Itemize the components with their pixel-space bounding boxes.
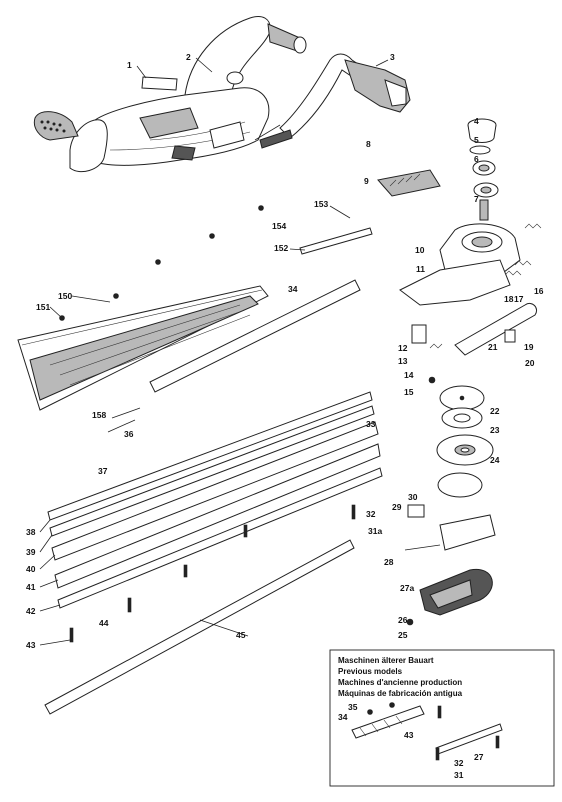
- part-label: 37: [98, 466, 108, 476]
- inset-title-de: Maschinen älterer Bauart: [338, 656, 434, 665]
- previous-models-inset: Maschinen älterer Bauart Previous models…: [329, 649, 555, 787]
- part-label: 6: [474, 154, 479, 164]
- part-label: 7: [474, 194, 479, 204]
- leader-lines: [39, 57, 389, 646]
- part-label: 26: [398, 615, 408, 625]
- inset-part-label: 31: [454, 770, 464, 780]
- part-label: 153: [314, 199, 328, 209]
- part-label: 34: [288, 284, 298, 294]
- part-label: 30: [408, 492, 418, 502]
- part-label: 3: [390, 52, 395, 62]
- part-label: 38: [26, 527, 36, 537]
- part-label: 23: [490, 425, 500, 435]
- part-label: 1: [127, 60, 132, 70]
- inset-part-label: 43: [404, 730, 414, 740]
- part-label: 14: [404, 370, 414, 380]
- part-label: 19: [524, 342, 534, 352]
- blade-guard: [17, 205, 269, 411]
- part-label: 21: [488, 342, 498, 352]
- front-handle: [259, 53, 411, 149]
- part-label: 152: [274, 243, 288, 253]
- part-label: 17: [514, 294, 524, 304]
- part-label: 32: [366, 509, 376, 519]
- blade-assembly: [44, 227, 383, 715]
- inset-part-label: 27: [474, 752, 484, 762]
- part-label: 33: [366, 419, 376, 429]
- part-label: 28: [384, 557, 394, 567]
- part-label: 20: [525, 358, 535, 368]
- gearbox-parts: [377, 118, 542, 626]
- inset-title-en: Previous models: [338, 667, 403, 676]
- inset-part-label: 35: [348, 702, 358, 712]
- part-label: 10: [415, 245, 425, 255]
- part-label: 44: [99, 618, 109, 628]
- part-label: 151: [36, 302, 50, 312]
- part-label: 40: [26, 564, 36, 574]
- part-label: 42: [26, 606, 36, 616]
- part-labels: 1 2 3 4 5 6 7 8 9 10 11 12 13 14 15 16 1…: [26, 52, 544, 650]
- part-label: 31a: [368, 526, 382, 536]
- part-label: 150: [58, 291, 72, 301]
- part-label: 158: [92, 410, 106, 420]
- part-label: 2: [186, 52, 191, 62]
- part-label: 12: [398, 343, 408, 353]
- part-label: 5: [474, 135, 479, 145]
- part-label: 29: [392, 502, 402, 512]
- label-plate: [141, 76, 178, 91]
- part-label: 9: [364, 176, 369, 186]
- part-label: 16: [534, 286, 544, 296]
- part-label: 25: [398, 630, 408, 640]
- part-label: 43: [26, 640, 36, 650]
- inset-title-es: Máquinas de fabricación antigua: [338, 689, 463, 698]
- part-label: 11: [416, 264, 425, 274]
- inset-part-label: 34: [338, 712, 348, 722]
- inset-part-label: 32: [454, 758, 464, 768]
- part-label: 22: [490, 406, 500, 416]
- part-label: 27a: [400, 583, 414, 593]
- part-label: 45: [236, 630, 246, 640]
- rear-handle-housing: [33, 16, 307, 173]
- inset-title-fr: Machines d'ancienne production: [338, 678, 462, 687]
- part-label: 41: [26, 582, 36, 592]
- part-label: 18: [504, 294, 514, 304]
- part-label: 154: [272, 221, 286, 231]
- part-label: 24: [490, 455, 500, 465]
- part-label: 4: [474, 116, 479, 126]
- part-label: 15: [404, 387, 414, 397]
- part-label: 8: [366, 139, 371, 149]
- part-label: 39: [26, 547, 36, 557]
- part-label: 13: [398, 356, 408, 366]
- part-label: 36: [124, 429, 134, 439]
